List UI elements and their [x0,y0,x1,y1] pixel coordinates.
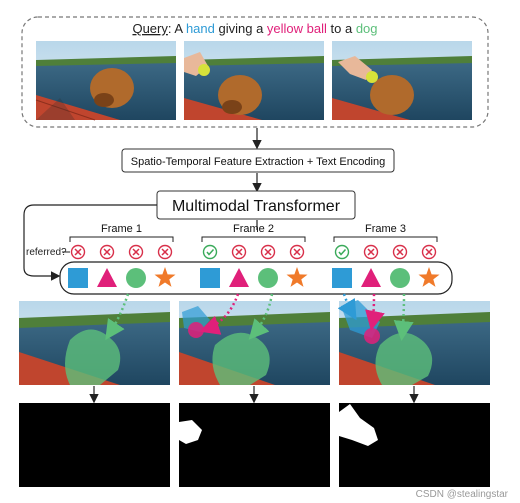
cross-icon [421,244,437,260]
frame-brace-2 [201,236,306,242]
object-query-circle [258,268,278,288]
binary-mask-2 [179,403,330,487]
cross-icon [128,244,144,260]
object-query-star [286,267,308,287]
frame-brace-3 [333,236,438,242]
input-frame-3 [332,41,472,120]
cross-icon [363,244,379,260]
output-frame-2 [179,301,330,385]
cross-icon [231,244,247,260]
check-icon [334,244,350,260]
watermark: CSDN @stealingstar [416,489,509,500]
referred-label: referred? [26,247,67,258]
check-icon [202,244,218,260]
cross-icon [289,244,305,260]
object-query-star [418,267,440,287]
query-part-2: giving a [215,21,267,36]
feature-extraction-box [121,148,395,173]
input-frame-2 [184,41,324,120]
cross-icon [70,244,86,260]
multimodal-transformer-label: Multimodal Transformer [172,198,341,215]
output-frame-1 [19,301,170,385]
input-frame-1 [35,41,176,121]
output-frame-3 [339,300,490,385]
object-query-triangle [229,268,249,287]
object-query-triangle [97,268,117,287]
query-text: Query: A hand giving a yellow ball to a … [132,21,377,36]
query-box [21,16,489,128]
object-query-square [68,268,88,288]
binary-mask-1 [19,403,170,487]
cross-icon [260,244,276,260]
query-part-4: to a [327,21,356,36]
object-query-box [59,261,453,295]
query-part-0: : A [168,21,186,36]
object-query-circle [390,268,410,288]
feature-extraction-label: Spatio-Temporal Feature Extraction + Tex… [131,156,385,168]
frame-brace-1 [69,236,174,242]
frame-label-1: Frame 1 [101,223,142,235]
query-part-5: dog [356,21,378,36]
cross-icon [392,244,408,260]
frame-label-2: Frame 2 [233,223,274,235]
query-part-3: yellow ball [267,21,327,36]
frame-label-3: Frame 3 [365,223,406,235]
object-query-star [154,267,176,287]
cross-icon [157,244,173,260]
cross-icon [99,244,115,260]
query-label: Query [132,21,168,36]
object-query-triangle [361,268,381,287]
query-part-1: hand [186,21,215,36]
object-query-circle [126,268,146,288]
object-query-square [332,268,352,288]
object-query-square [200,268,220,288]
binary-mask-3 [339,403,490,487]
